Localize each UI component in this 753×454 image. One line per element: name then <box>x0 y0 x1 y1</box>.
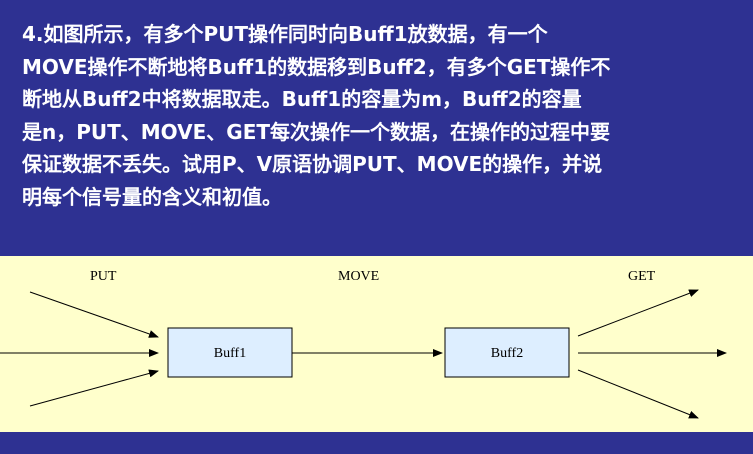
question-text: 4.如图所示，有多个PUT操作同时向Buff1放数据，有一个 MOVE操作不断地… <box>22 18 734 213</box>
put-arrow-bottom <box>29 369 159 407</box>
get-arrow-bottom <box>577 369 699 419</box>
buff1-label: Buff1 <box>214 346 246 361</box>
get-label: GET <box>628 269 656 284</box>
question-line-4: 是n，PUT、MOVE、GET每次操作一个数据，在操作的过程中要 <box>22 119 611 144</box>
question-line-6: 明每个信号量的含义和初值。 <box>22 184 282 209</box>
question-line-5: 保证数据不丢失。试用P、V原语协调PUT、MOVE的操作，并说 <box>22 152 603 176</box>
get-arrow-top <box>577 289 699 337</box>
question-line-2: MOVE操作不断地将Buff1的数据移到Buff2，有多个GET操作不 <box>22 54 611 79</box>
question-line-1: 4.如图所示，有多个PUT操作同时向Buff1放数据，有一个 <box>22 22 548 46</box>
bottom-band <box>0 432 753 454</box>
question-line-3: 断地从Buff2中将数据取走。Buff1的容量为m，Buff2的容量 <box>22 87 582 111</box>
buff2-label: Buff2 <box>491 346 523 361</box>
diagram-panel: PUT MOVE GET Buff1 Buff2 <box>0 256 753 432</box>
put-arrow-top <box>29 291 159 338</box>
flow-diagram: PUT MOVE GET Buff1 Buff2 <box>0 269 727 419</box>
put-label: PUT <box>90 269 117 284</box>
buff2-box <box>444 327 570 378</box>
move-label: MOVE <box>338 269 379 284</box>
